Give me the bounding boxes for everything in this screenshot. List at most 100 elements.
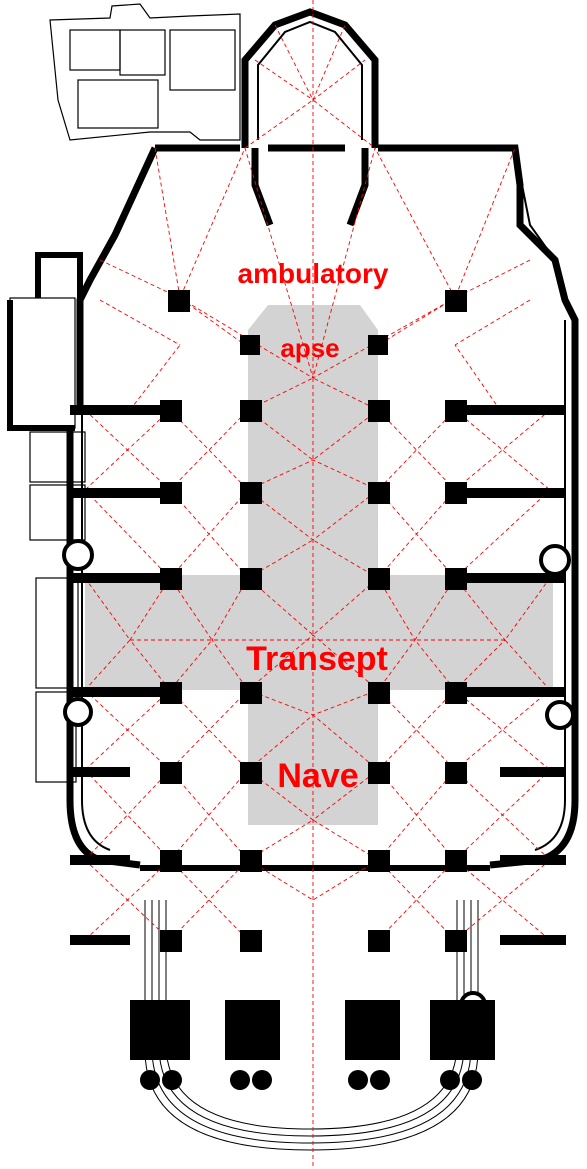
buttress xyxy=(466,488,566,498)
pier xyxy=(445,290,467,312)
pier xyxy=(368,400,390,422)
buttress xyxy=(70,687,160,697)
pier xyxy=(368,930,390,952)
side-chapel-walls xyxy=(7,252,83,431)
step xyxy=(165,900,458,1130)
pier-row-1 xyxy=(168,290,467,355)
rib xyxy=(84,577,551,691)
label-transept: Transept xyxy=(246,640,388,678)
facade-pier xyxy=(345,1000,400,1060)
annex-building xyxy=(49,3,241,141)
buttresses xyxy=(70,405,566,945)
annex-rooms xyxy=(9,3,241,783)
facade-column xyxy=(440,1070,460,1090)
annex-room xyxy=(119,29,166,76)
pier xyxy=(160,762,182,784)
pier xyxy=(445,762,467,784)
side-room xyxy=(29,431,86,483)
rib xyxy=(84,859,551,941)
pier xyxy=(160,568,182,590)
buttress xyxy=(500,767,566,777)
step xyxy=(144,900,479,1151)
pier xyxy=(368,482,390,504)
pier xyxy=(368,335,388,355)
pier xyxy=(160,482,182,504)
pier xyxy=(240,930,262,952)
step xyxy=(158,900,465,1137)
facade-column xyxy=(252,1070,272,1090)
highlight-cross xyxy=(85,305,553,825)
pier xyxy=(445,568,467,590)
facade-column xyxy=(462,1070,482,1090)
rib xyxy=(99,299,531,411)
buttress xyxy=(70,935,130,945)
annex-room xyxy=(169,29,236,91)
pier xyxy=(445,850,467,872)
stair-tower xyxy=(62,539,94,571)
pier xyxy=(368,682,390,704)
pier xyxy=(445,482,467,504)
annex-room xyxy=(77,79,159,129)
pier xyxy=(240,682,262,704)
rib xyxy=(244,24,376,149)
pier xyxy=(240,482,262,504)
facade-pier xyxy=(430,1000,495,1060)
stair-tower xyxy=(63,697,93,727)
rib xyxy=(169,409,456,579)
label-apse: apse xyxy=(280,333,340,363)
rib xyxy=(84,769,551,861)
pier xyxy=(240,400,262,422)
transept-highlight xyxy=(85,575,553,690)
pier xyxy=(445,930,467,952)
step xyxy=(151,900,472,1144)
pier xyxy=(240,850,262,872)
pier xyxy=(160,930,182,952)
pier xyxy=(368,762,390,784)
apse-highlight xyxy=(248,305,378,390)
buttress xyxy=(70,405,160,415)
label-ambulatory: ambulatory xyxy=(237,258,389,289)
apse-chapel-walls-thin xyxy=(257,20,363,140)
rib xyxy=(84,689,551,771)
facade-pier xyxy=(130,1000,190,1060)
pier xyxy=(240,335,260,355)
pier xyxy=(445,682,467,704)
pier xyxy=(160,850,182,872)
buttress xyxy=(500,855,566,865)
facade-column xyxy=(230,1070,250,1090)
stair-tower xyxy=(539,544,571,576)
pier xyxy=(240,762,262,784)
entrance-steps xyxy=(144,900,479,1151)
side-room xyxy=(35,691,77,783)
pier xyxy=(160,400,182,422)
side-room xyxy=(29,484,86,541)
annex-room xyxy=(69,29,121,71)
outer-wall-outline xyxy=(66,144,579,869)
rib xyxy=(84,409,551,579)
pier xyxy=(368,568,390,590)
pier xyxy=(168,290,190,312)
outer-wall-thin xyxy=(79,149,566,851)
buttress xyxy=(466,687,566,697)
facade-column xyxy=(162,1070,182,1090)
apse-chapel-walls xyxy=(241,8,379,227)
buttress xyxy=(500,935,566,945)
buttress xyxy=(70,855,130,865)
buttress xyxy=(466,405,566,415)
facade-piers xyxy=(130,1000,495,1090)
facade-column xyxy=(140,1070,160,1090)
side-chapel xyxy=(9,297,76,429)
label-nave: Nave xyxy=(277,757,359,795)
side-room xyxy=(35,577,79,689)
buttress xyxy=(70,488,160,498)
pier xyxy=(160,682,182,704)
pier xyxy=(240,568,262,590)
buttress xyxy=(466,573,566,583)
facade-pier xyxy=(225,1000,280,1060)
buttress xyxy=(70,573,160,583)
pier xyxy=(445,400,467,422)
facade-column xyxy=(370,1070,390,1090)
facade-column xyxy=(348,1070,368,1090)
outer-walls xyxy=(7,8,579,871)
